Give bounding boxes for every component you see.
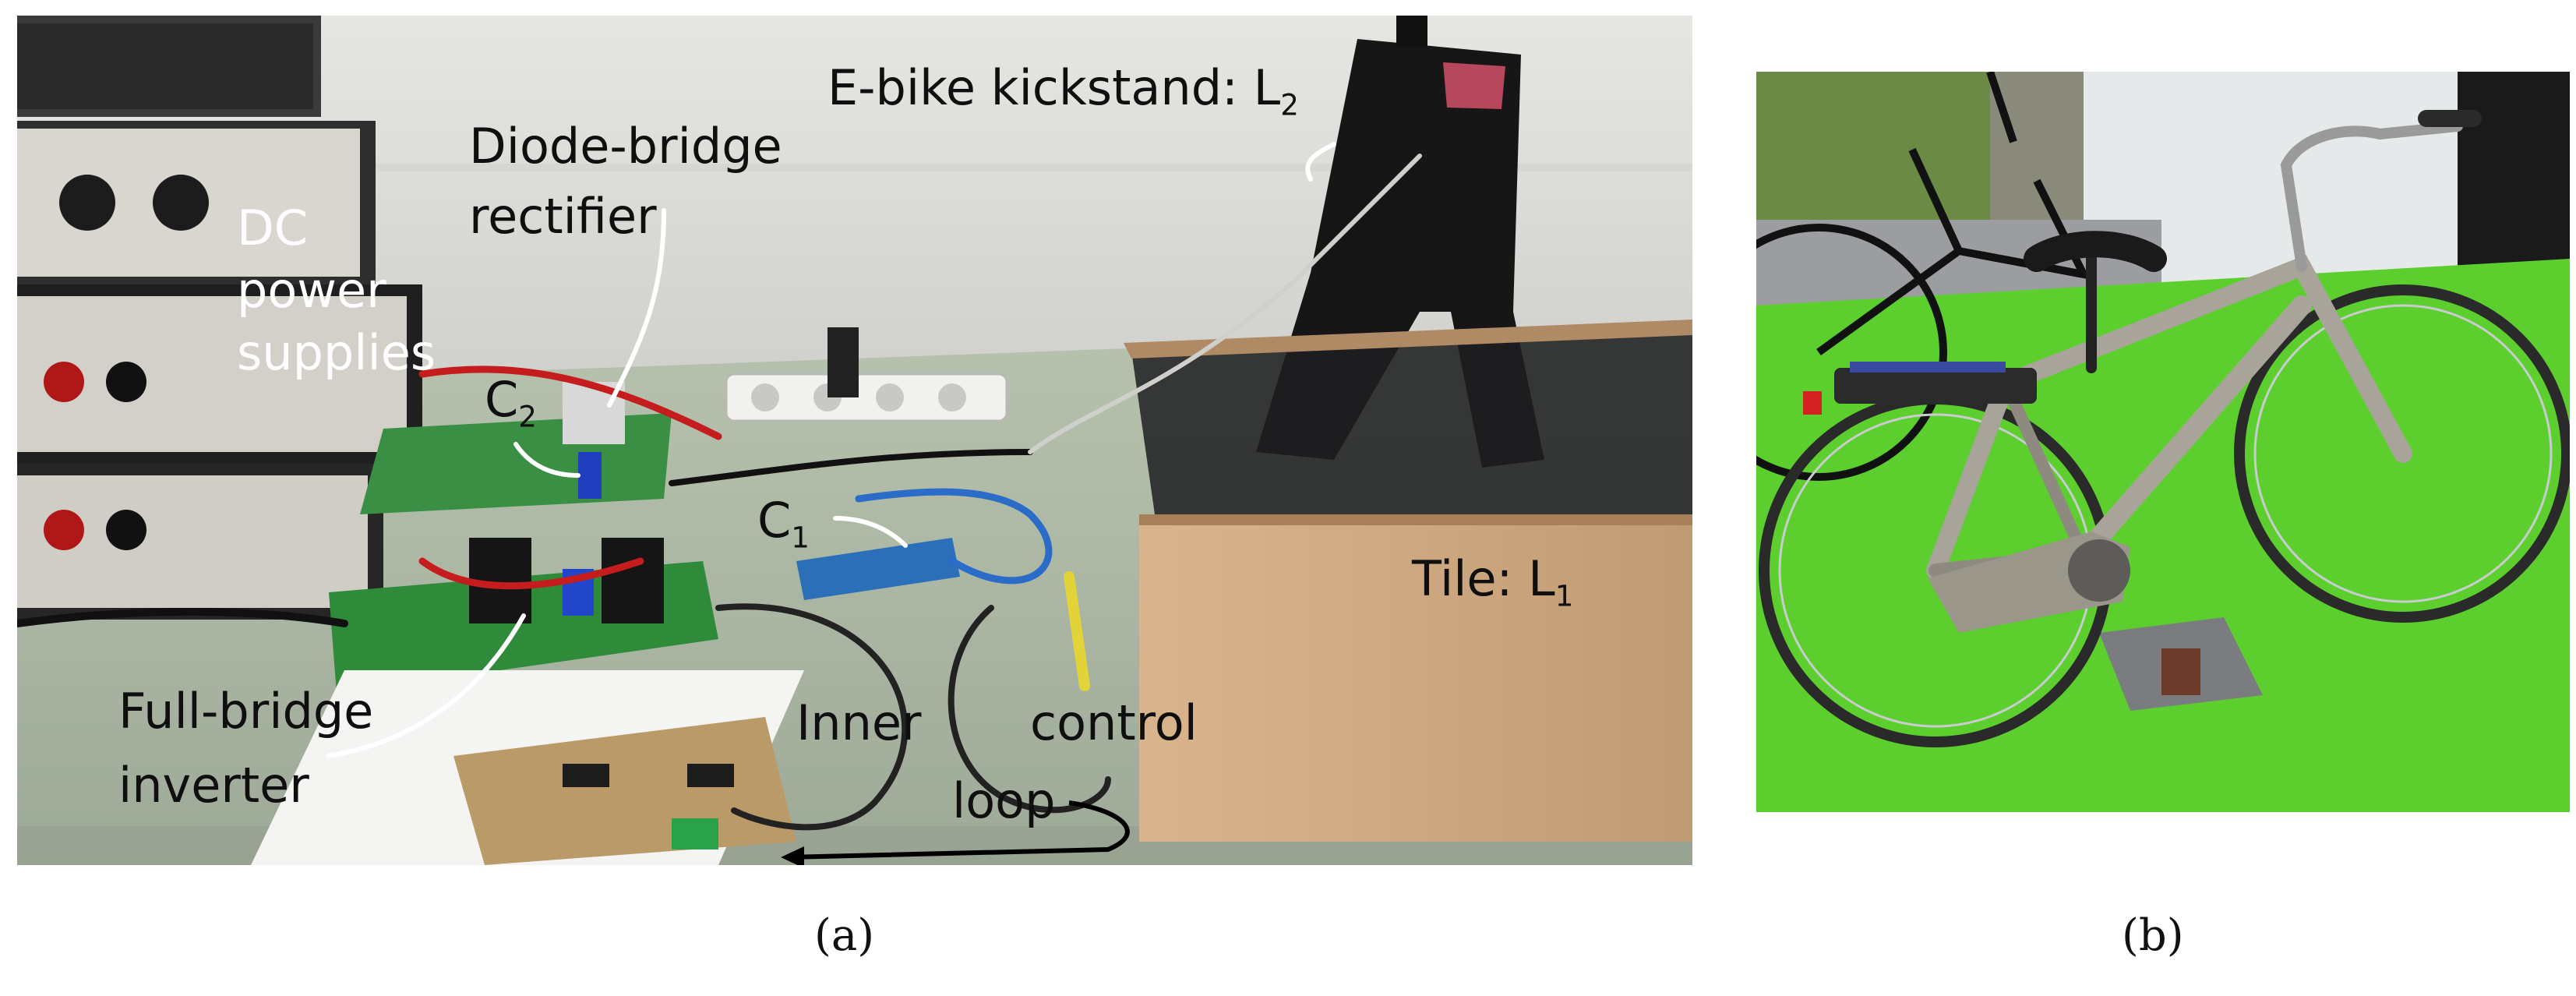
label-rectifier: rectifier (469, 188, 657, 245)
lab-setup-illustration (17, 16, 1692, 865)
charging-tile (1124, 320, 1692, 842)
label-ebike-kickstand: E-bike kickstand: L2 (827, 59, 1299, 122)
control-board (251, 670, 804, 865)
annotation-arrows (326, 142, 1336, 758)
label-c2: C2 (485, 371, 537, 434)
label-dc: DC (237, 200, 309, 256)
ebike-photo (1756, 72, 2570, 812)
label-c1: C1 (757, 492, 810, 555)
label-inner: Inner (796, 694, 922, 751)
cables (17, 154, 1422, 831)
lab-setup-photo: E-bike kickstand: L2 Diode-bridge rectif… (17, 16, 1692, 865)
capacitor-c1 (796, 538, 960, 600)
rear-light (1803, 391, 1822, 415)
label-supplies: supplies (237, 324, 436, 381)
label-tile: Tile: L1 (1412, 550, 1574, 613)
power-strip (725, 373, 1008, 422)
caption-b: (b) (2122, 910, 2184, 961)
dc-power-supplies (17, 16, 422, 620)
label-loop: loop (952, 772, 1056, 829)
label-inverter: inverter (118, 757, 309, 814)
label-control: control (1030, 694, 1198, 751)
label-full-bridge: Full-bridge (118, 683, 374, 740)
diode-bridge-rectifier-board (360, 382, 672, 514)
ebike-battery (1834, 368, 2037, 404)
label-power: power (237, 262, 386, 319)
label-diode-bridge: Diode-bridge (469, 118, 782, 175)
loop-arrow (788, 800, 1130, 860)
background-bike (1756, 72, 2091, 481)
ebike-illustration (1756, 72, 2570, 812)
caption-a: (a) (814, 910, 875, 961)
